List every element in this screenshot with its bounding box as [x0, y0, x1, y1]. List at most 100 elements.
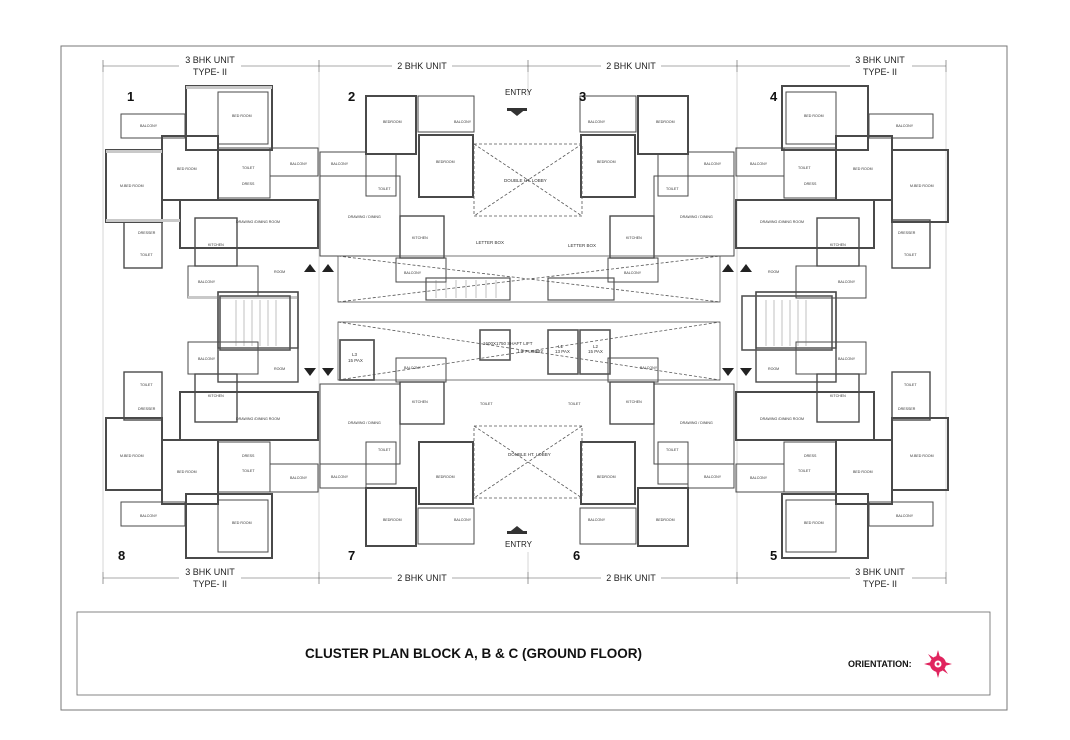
unit-3-bedroom-label: BEDROOM: [656, 120, 675, 124]
unit-7-toilet-label: TOILET: [378, 448, 391, 452]
unit-7-balcony-label: BALCONY: [454, 518, 472, 522]
unit-3-room-labels: BALCONY BEDROOM BEDROOM BALCONY TOILET D…: [588, 120, 722, 275]
unit-5-drawing-label: DRAWING /DINING ROOM: [760, 417, 804, 421]
top-dimension-labels: 3 BHK UNIT TYPE- II 2 BHK UNIT 2 BHK UNI…: [179, 55, 912, 77]
compass-icon: [924, 650, 952, 678]
entry-label-bottom: ENTRY: [505, 540, 533, 549]
unit-1-room-label: ROOM: [274, 270, 285, 274]
unit-8-kitchen-label: KITCHEN: [208, 394, 224, 398]
unit-4-room-labels: BED ROOM BALCONY M.BED ROOM BED ROOM TOI…: [750, 114, 934, 284]
unit-8-balcony2-label: BALCONY: [290, 476, 308, 480]
unit-8-dresser-label: DRESSER: [138, 407, 156, 411]
unit-number-5: 5: [770, 548, 777, 563]
title-block-border: [76, 611, 991, 696]
unit-2-bedroom-label: BEDROOM: [383, 120, 402, 124]
top-left-unit-label: 3 BHK UNIT: [185, 55, 235, 65]
unit-6-bedroom2-label: BEDROOM: [597, 475, 616, 479]
unit-3-balcony2-label: BALCONY: [704, 162, 722, 166]
lift-l3-label: L3: [352, 352, 358, 357]
unit-5-toilet-label: TOILET: [798, 469, 811, 473]
unit-8-bedroom-label: BED ROOM: [232, 521, 252, 525]
unit-1-toilet-label: TOILET: [242, 166, 255, 170]
unit-4-toilet-label: TOILET: [798, 166, 811, 170]
unit-1-kitchen-label: KITCHEN: [208, 243, 224, 247]
unit-6-2bhk-plan: [579, 357, 735, 547]
lift-l3-cap: 15 PAX: [348, 358, 363, 363]
unit-1-drawing-label: DRAWING /DINING ROOM: [236, 220, 280, 224]
letter-box-left-label: LETTER BOX: [476, 240, 504, 245]
unit-1-balcony2-label: BALCONY: [290, 162, 308, 166]
unit-number-2: 2: [348, 89, 355, 104]
unit-number-6: 6: [573, 548, 580, 563]
unit-7-bedroom2-label: BEDROOM: [436, 475, 455, 479]
unit-5-room-labels: BED ROOM BALCONY M.BED ROOM BED ROOM TOI…: [750, 357, 934, 525]
unit-1-dresser-label: DRESSER: [138, 231, 156, 235]
entry-arrow-top: [507, 108, 527, 116]
unit-4-balcony2-label: BALCONY: [750, 162, 768, 166]
unit-5-balcony3-label: BALCONY: [838, 357, 856, 361]
unit-5-mbed-label: M.BED ROOM: [910, 454, 934, 458]
unit-3-toilet-label: TOILET: [666, 187, 679, 191]
unit-1-dress-label: DRESS: [242, 182, 255, 186]
unit-5-dress-label: DRESS: [804, 454, 817, 458]
unit-4-dress-label: DRESS: [804, 182, 817, 186]
unit-4-dresser-label: DRESSER: [898, 231, 916, 235]
unit-5-3bhk-plan: [735, 291, 949, 559]
unit-number-1: 1: [127, 89, 134, 104]
unit-7-drawing-label: DRAWING / DINING: [348, 421, 381, 425]
direction-arrows: [304, 264, 752, 376]
unit-8-mbed-label: M.BED ROOM: [120, 454, 144, 458]
orientation-label: ORIENTATION:: [848, 659, 912, 669]
unit-6-balcony3-label: BALCONY: [640, 366, 658, 370]
unit-4-3bhk-plan: [735, 85, 949, 349]
unit-6-balcony2-label: BALCONY: [704, 475, 722, 479]
unit-8-balcony-label: BALCONY: [140, 514, 158, 518]
unit-5-bed2-label: BED ROOM: [853, 470, 873, 474]
bottom-mid-right-label: 2 BHK UNIT: [606, 573, 656, 583]
lift-l2-cap: 15 PAX: [588, 349, 603, 354]
unit-number-4: 4: [770, 89, 778, 104]
unit-8-3bhk-plan: [105, 291, 319, 559]
unit-1-walls-fill: [106, 86, 298, 299]
unit-3-balcony3-label: BALCONY: [624, 271, 642, 275]
sheet-border: [60, 45, 1008, 711]
unit-2-drawing-label: DRAWING / DINING: [348, 215, 381, 219]
unit-4-toilet2-label: TOILET: [904, 253, 917, 257]
unit-6-bedroom-label: BEDROOM: [656, 518, 675, 522]
unit-dividers: [102, 72, 947, 572]
unit-6-toilet2-label: TOILET: [568, 402, 581, 406]
lift-lobby-label: LIFT LOBBY: [518, 349, 543, 354]
unit-7-kitchen-label: KITCHEN: [412, 400, 428, 404]
unit-2-balcony3-label: BALCONY: [404, 271, 422, 275]
top-left-type-label: TYPE- II: [193, 67, 227, 77]
unit-8-balcony3-label: BALCONY: [198, 357, 216, 361]
unit-4-balcony3-label: BALCONY: [838, 280, 856, 284]
unit-1-bedroom-label: BED ROOM: [232, 114, 252, 118]
entry-label-top: ENTRY: [505, 88, 533, 97]
unit-2-bedroom2-label: BEDROOM: [436, 160, 455, 164]
bottom-left-unit-label: 3 BHK UNIT: [185, 567, 235, 577]
unit-4-room-label: ROOM: [768, 270, 779, 274]
bottom-lobby-label: DOUBLE HT. LOBBY: [508, 452, 551, 457]
unit-2-kitchen-label: KITCHEN: [412, 236, 428, 240]
unit-6-drawing-label: DRAWING / DINING: [680, 421, 713, 425]
unit-4-bedroom-label: BED ROOM: [804, 114, 824, 118]
unit-5-toilet2-label: TOILET: [904, 383, 917, 387]
letter-box-right-label: LETTER BOX: [568, 243, 596, 248]
shaft-label: 1600X1750 SHAFT LIFT: [483, 341, 533, 346]
unit-7-bedroom-label: BEDROOM: [383, 518, 402, 522]
top-mid-right-label: 2 BHK UNIT: [606, 61, 656, 71]
entry-arrow-bottom: [507, 526, 527, 534]
unit-5-bedroom-label: BED ROOM: [804, 521, 824, 525]
unit-3-bedroom2-label: BEDROOM: [597, 160, 616, 164]
unit-3-2bhk-plan: [579, 95, 735, 283]
unit-5-balcony-label: BALCONY: [896, 514, 914, 518]
unit-7-2bhk-plan: [319, 339, 475, 547]
lift-l1-cap: 13 PAX: [555, 349, 570, 354]
bottom-right-unit-label: 3 BHK UNIT: [855, 567, 905, 577]
unit-1-balcony-label: BALCONY: [140, 124, 158, 128]
unit-8-bed2-label: BED ROOM: [177, 470, 197, 474]
unit-7-room-labels: BEDROOM BALCONY BEDROOM BALCONY TOILET D…: [331, 366, 493, 522]
unit-2-toilet-label: TOILET: [378, 187, 391, 191]
